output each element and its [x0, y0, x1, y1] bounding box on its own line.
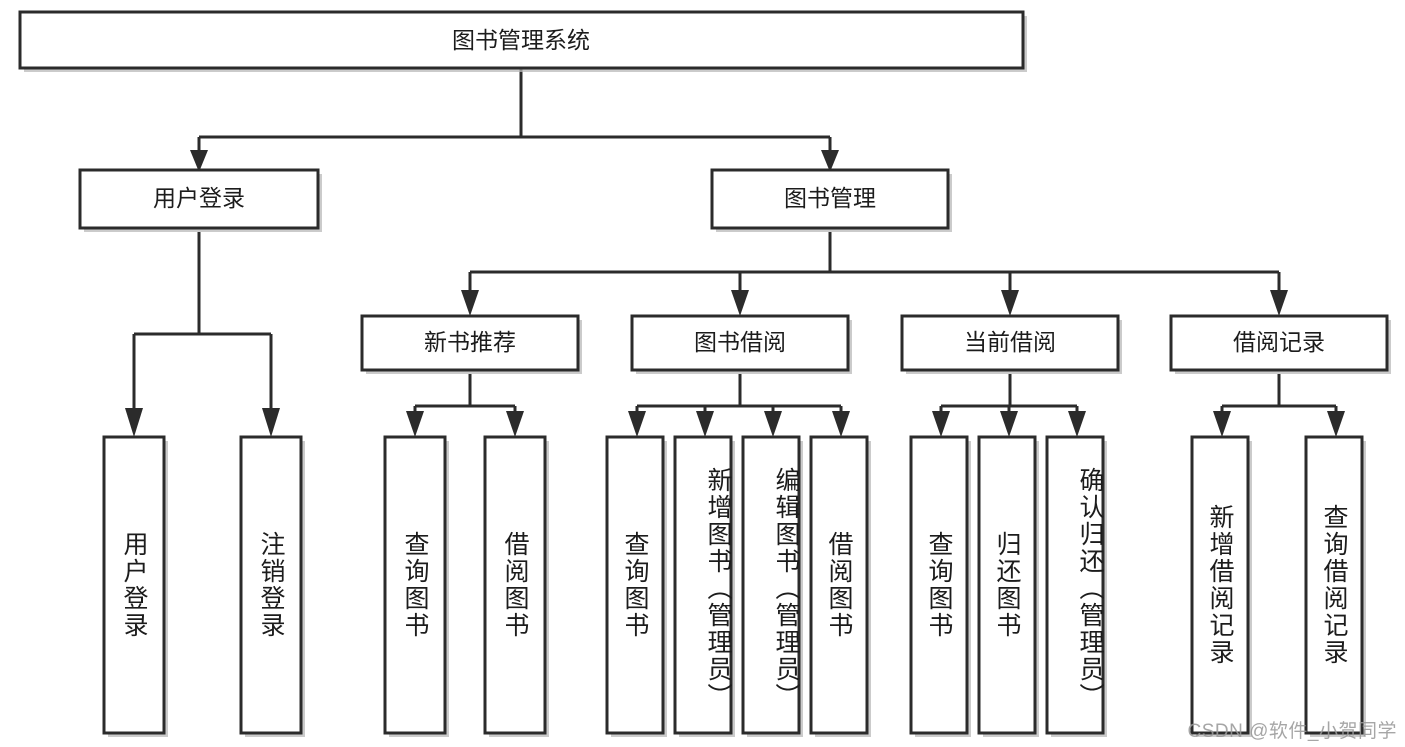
node-label-current-borrow: 当前借阅 [964, 329, 1056, 355]
arrow-to-leaf-borrow-book-1 [506, 411, 524, 437]
node-box-leaf-query-book-2[interactable] [605, 435, 665, 735]
arrow-to-leaf-borrow-book-2 [832, 411, 850, 437]
arrow-to-leaf-user-login [125, 408, 143, 437]
node-label-new-book-rec: 新书推荐 [424, 329, 516, 355]
connector-layer [125, 68, 1345, 437]
arrow-to-leaf-add-book [696, 411, 714, 437]
node-box-leaf-query-book-1[interactable] [383, 435, 447, 735]
node-box-leaf-return-book[interactable] [977, 435, 1037, 735]
node-box-leaf-edit-book[interactable] [741, 435, 801, 735]
node-box-leaf-user-login[interactable] [102, 435, 166, 735]
arrow-root-to-book-manage [821, 150, 839, 172]
node-box-current-borrow[interactable] [900, 314, 1120, 372]
arrow-to-leaf-query-record [1327, 411, 1345, 437]
node-box-leaf-add-book[interactable] [673, 435, 733, 735]
arrow-to-leaf-logout [262, 408, 280, 437]
node-box-leaf-query-book-3[interactable] [909, 435, 969, 735]
arrow-to-leaf-query-book-1 [406, 411, 424, 437]
arrow-root-to-user-login [190, 150, 208, 172]
node-box-new-book-rec[interactable] [360, 314, 580, 372]
node-label-user-login: 用户登录 [153, 185, 245, 211]
node-box-leaf-confirm-return[interactable] [1045, 435, 1105, 735]
arrow-to-current-borrow [1001, 290, 1019, 316]
arrow-to-leaf-edit-book [764, 411, 782, 437]
node-box-user-login[interactable] [78, 168, 320, 230]
arrow-to-leaf-confirm-return [1068, 411, 1086, 437]
node-box-borrow-record[interactable] [1169, 314, 1389, 372]
csdn-watermark: CSDN @软件_小贺同学 [1187, 721, 1397, 742]
arrow-to-leaf-query-book-3 [932, 411, 950, 437]
node-box-leaf-logout[interactable] [239, 435, 303, 735]
arrow-to-leaf-query-book-2 [628, 411, 646, 437]
node-label-book-borrow: 图书借阅 [694, 329, 786, 355]
node-box-leaf-borrow-book-2[interactable] [809, 435, 869, 735]
node-box-leaf-query-record[interactable] [1304, 435, 1364, 735]
node-label-book-manage: 图书管理 [784, 185, 876, 211]
node-layer: 图书管理系统 用户登录 图书管理 新书推荐 图书借阅 当前借阅 借阅记录 [18, 10, 1391, 737]
arrow-to-borrow-record [1270, 290, 1288, 316]
node-label-root: 图书管理系统 [452, 27, 590, 53]
arrow-to-new-book-rec [461, 290, 479, 316]
node-box-book-manage[interactable] [710, 168, 950, 230]
arrow-to-leaf-add-record [1213, 411, 1231, 437]
node-box-leaf-add-record[interactable] [1190, 435, 1250, 735]
arrow-to-book-borrow [731, 290, 749, 316]
node-box-root[interactable] [18, 10, 1025, 70]
node-box-leaf-borrow-book-1[interactable] [483, 435, 547, 735]
arrow-to-leaf-return-book [1000, 411, 1018, 437]
node-label-borrow-record: 借阅记录 [1233, 329, 1325, 355]
node-box-book-borrow[interactable] [630, 314, 850, 372]
